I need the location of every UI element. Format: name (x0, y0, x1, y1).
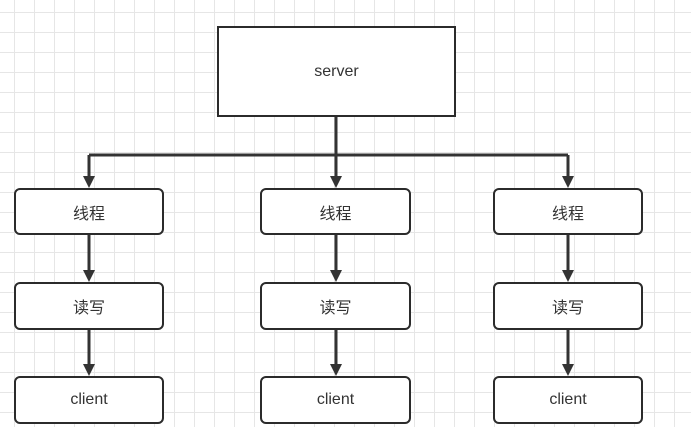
arrow-head (562, 270, 574, 282)
thread-label: 线程 (72, 205, 105, 223)
arrow-head (83, 364, 95, 376)
client-label: client (316, 391, 355, 408)
client-label: client (549, 391, 587, 408)
client-node-3: client (493, 376, 643, 424)
client-label: client (70, 391, 108, 408)
rw-node-1: 读写 (14, 282, 164, 330)
rw-node-2: 读写 (260, 282, 411, 330)
arrow-head (330, 364, 342, 376)
thread-node-3: 线程 (493, 188, 643, 235)
arrow-head (330, 176, 342, 188)
thread-node-2: 线程 (260, 188, 411, 235)
arrow-head (562, 176, 574, 188)
arrow-head (562, 364, 574, 376)
thread-node-1: 线程 (14, 188, 164, 235)
server-node: server (217, 26, 456, 117)
thread-label: 线程 (319, 205, 352, 223)
rw-node-3: 读写 (493, 282, 643, 330)
arrow-head (83, 270, 95, 282)
client-node-1: client (14, 376, 164, 424)
client-node-2: client (260, 376, 411, 424)
arrow-head (83, 176, 95, 188)
rw-label: 读写 (551, 300, 584, 317)
arrow-head (330, 270, 342, 282)
server-label: server (314, 62, 359, 80)
rw-label: 读写 (72, 300, 105, 317)
rw-label: 读写 (319, 300, 352, 317)
thread-label: 线程 (551, 205, 584, 223)
